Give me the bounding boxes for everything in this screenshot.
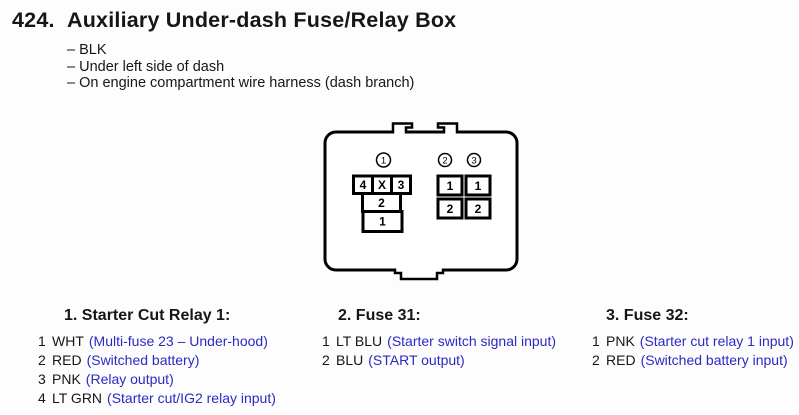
component-2-marker: 2 (442, 156, 447, 167)
fuse32-pin1-label: 1 (475, 179, 482, 193)
pin-row: 1 PNK(Starter cut relay 1 input) (592, 332, 794, 351)
pin-number: 2 (38, 352, 46, 368)
pin-row: 2 BLU(START output) (322, 351, 556, 370)
pin-row: 3 PNK(Relay output) (38, 370, 276, 389)
pin-number: 2 (592, 352, 600, 368)
pin-description: (Starter cut/IG2 relay input) (107, 390, 276, 406)
legend-fuse-32: 3. Fuse 32: 1 PNK(Starter cut relay 1 inp… (592, 306, 794, 370)
pin-number: 2 (322, 352, 330, 368)
fuse-relay-box-diagram: 1 2 3 4 X 3 2 1 1 2 1 2 (320, 118, 530, 288)
pin-wire-color: WHT (52, 333, 84, 349)
fuse32-pin2-label: 2 (475, 202, 482, 216)
pin-description: (Multi-fuse 23 – Under-hood) (88, 333, 268, 349)
note-line: – Under left side of dash (67, 58, 225, 75)
page-title: 424. Auxiliary Under-dash Fuse/Relay Box (12, 8, 456, 33)
section-title-text: Auxiliary Under-dash Fuse/Relay Box (67, 8, 457, 32)
bottom-mount-tab (393, 268, 445, 281)
pin-number: 4 (38, 390, 46, 406)
pin-wire-color: BLU (336, 352, 364, 368)
component-1-marker: 1 (381, 156, 386, 167)
section-number: 424. (12, 8, 55, 32)
pin-description: (Relay output) (85, 371, 174, 387)
pin-row: 1 WHT(Multi-fuse 23 – Under-hood) (38, 332, 276, 351)
legend-heading: 2. Fuse 31: (338, 307, 421, 324)
notes-list: – BLK – Under left side of dash – On eng… (67, 42, 414, 92)
note-line: – BLK (67, 42, 107, 58)
component-3-circle (466, 152, 482, 168)
pin-description: (START output) (368, 352, 465, 368)
pin-wire-color: RED (52, 352, 82, 368)
legend-starter-cut-relay-1: 1. Starter Cut Relay 1: 1 WHT(Multi-fuse … (38, 306, 276, 408)
legend-fuse-31: 2. Fuse 31: 1 LT BLU(Starter switch signa… (322, 306, 556, 370)
pin-row: 2 RED(Switched battery) (38, 351, 276, 370)
top-right-mount-tab (436, 122, 459, 134)
fuse31-pin1-cell (436, 174, 464, 197)
pin-row: 1 LT BLU(Starter switch signal input) (322, 332, 556, 351)
pin-wire-color: LT BLU (336, 333, 383, 349)
pin-row: 4 LT GRN(Starter cut/IG2 relay input) (38, 389, 276, 408)
pin-number: 3 (38, 371, 46, 387)
pin-wire-color: PNK (52, 371, 81, 387)
note-line: – On engine compartment wire harness (da… (67, 75, 415, 91)
connector-diagram-svg: 1 2 3 4 X 3 2 1 1 2 1 2 (323, 122, 519, 281)
fuse31-pin1-label: 1 (447, 179, 454, 193)
fuse32-pin1-cell (464, 174, 492, 197)
pin-description: (Starter cut relay 1 input) (639, 333, 794, 349)
pin-wire-color: RED (606, 352, 636, 368)
relay-pin1-label: 1 (379, 215, 386, 229)
pin-description: (Switched battery) (86, 352, 200, 368)
component-2-circle (437, 152, 453, 168)
fuse32-pin2-cell (464, 197, 492, 220)
relay-pin3-label: 3 (398, 178, 405, 192)
relay-pin4-label: 4 (360, 178, 367, 192)
pin-wire-color: LT GRN (52, 390, 103, 406)
pin-description: (Switched battery input) (640, 352, 788, 368)
fuse31-pin2-cell (436, 197, 464, 220)
pin-row: 2 RED(Switched battery input) (592, 351, 794, 370)
relay-pin1-cell (361, 210, 404, 233)
relay-pinX-label: X (378, 178, 386, 192)
relay-pin2-label: 2 (378, 196, 385, 210)
fuse31-pin2-label: 2 (447, 202, 454, 216)
pin-wire-color: PNK (606, 333, 635, 349)
pin-description: (Starter switch signal input) (387, 333, 557, 349)
legend-heading: 3. Fuse 32: (606, 307, 689, 324)
pin-number: 1 (592, 333, 600, 349)
component-3-marker: 3 (471, 156, 476, 167)
legend-heading: 1. Starter Cut Relay 1: (64, 307, 231, 324)
pin-number: 1 (322, 333, 330, 349)
pin-number: 1 (38, 333, 46, 349)
top-left-mount-tab (391, 122, 414, 134)
component-1-circle (375, 152, 392, 168)
